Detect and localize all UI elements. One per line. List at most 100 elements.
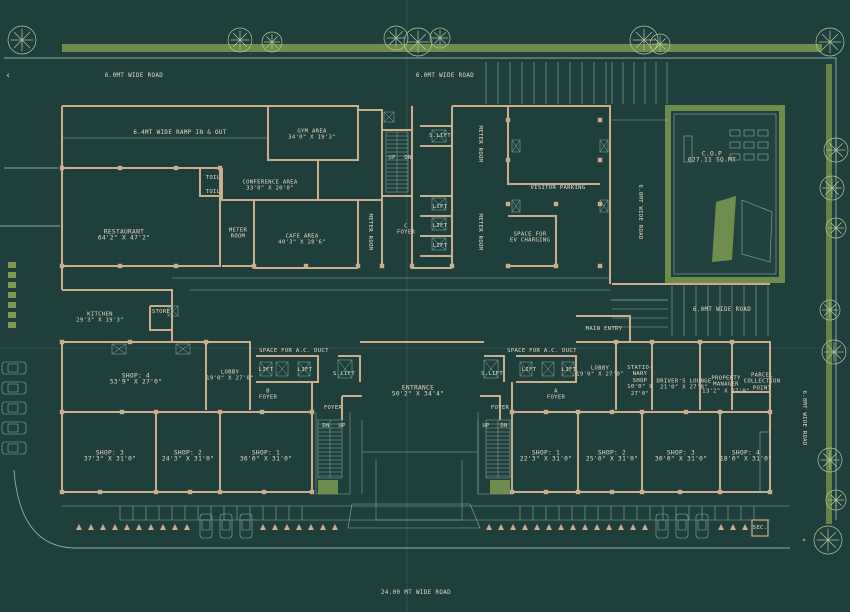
lift-shaft-box: [519, 361, 533, 377]
arrow-marker-icon: [522, 524, 528, 530]
planter-right: [490, 480, 510, 494]
column-marker: [543, 409, 549, 415]
column-marker: [597, 117, 603, 123]
stair-dn-right-label: DN: [500, 422, 508, 429]
parking-stripes: [119, 62, 769, 520]
arrow-marker-icon: [88, 524, 94, 530]
column-marker: [505, 117, 511, 123]
arrow-marker-icon: [546, 524, 552, 530]
room-ac-duct-right: SPACE FOR A.C. DUCT: [507, 347, 577, 354]
lift-shaft-box: [259, 361, 273, 377]
road-label-east-inner: 6.0MT WIDE ROAD: [637, 184, 643, 240]
arrow-marker-icon: [630, 524, 636, 530]
tree-icon: [819, 175, 845, 201]
car-icon: [1, 441, 27, 455]
stair-dn-left-label: DN: [322, 422, 330, 429]
tree-icon: [825, 489, 847, 511]
tree-icon: [821, 339, 847, 365]
lift-shaft-box: [599, 139, 609, 153]
lift-shaft-box: [541, 361, 555, 377]
caret-up-icon: ˄: [801, 539, 807, 549]
room-meter-right: METER ROOM: [477, 213, 483, 251]
north-arrow-left-icon: ‹: [6, 71, 10, 81]
tree-icon: [819, 299, 841, 321]
column-marker: [505, 263, 511, 269]
right-hedge: [826, 64, 832, 524]
lift-shaft-box: [483, 359, 499, 379]
column-marker: [609, 409, 615, 415]
parking-marker-icon: [8, 262, 16, 268]
room-lift-b1: LIFT: [258, 366, 274, 373]
arrow-marker-icon: [582, 524, 588, 530]
column-marker: [59, 339, 65, 345]
lift-shaft-box: [431, 129, 447, 143]
column-marker: [449, 263, 455, 269]
column-marker: [59, 489, 65, 495]
car-icon: [1, 361, 27, 375]
arrow-marker-icon: [558, 524, 564, 530]
tree-icon: [7, 25, 37, 55]
site-boundary: [0, 57, 837, 549]
column-marker: [251, 263, 257, 269]
parking-marker-icon: [8, 312, 16, 318]
arrow-marker-icon: [320, 524, 326, 530]
building-walls: [61, 105, 771, 493]
column-marker: [117, 263, 123, 269]
car-icon: [695, 513, 709, 539]
column-marker: [767, 409, 773, 415]
parking-marker-icon: [8, 272, 16, 278]
road-label-right-mid: 6.0MT WIDE ROAD: [692, 307, 752, 313]
tree-icon: [403, 27, 433, 57]
room-lift-2: LIFT: [432, 222, 448, 229]
room-sec: SEC.: [752, 524, 768, 531]
arrow-marker-icon: [606, 524, 612, 530]
road-label-right-edge: 6.0MT WIDE ROAD: [801, 390, 807, 446]
column-marker: [309, 409, 315, 415]
arrow-marker-icon: [100, 524, 106, 530]
arrow-marker-icon: [332, 524, 338, 530]
arrow-marker-icon: [718, 524, 724, 530]
arrow-marker-icon: [76, 524, 82, 530]
arrow-marker-icon: [112, 524, 118, 530]
column-marker: [553, 263, 559, 269]
lift-shaft-box: [431, 237, 447, 251]
stair-up-left-label: UP: [338, 422, 346, 429]
arrow-marker-icon: [136, 524, 142, 530]
column-marker: [379, 263, 385, 269]
room-main-entry: MAIN ENTRY: [585, 325, 623, 332]
stair-up-label: UP: [388, 154, 396, 161]
tree-icon: [823, 137, 849, 163]
column-marker: [717, 489, 723, 495]
column-marker: [217, 409, 223, 415]
car-icon: [1, 421, 27, 435]
tree-icon: [815, 27, 845, 57]
room-foyer-left: FOYER: [323, 404, 343, 411]
lift-shaft-box: [431, 217, 447, 231]
arrow-marker-icon: [742, 524, 748, 530]
road-label-top-right: 6.0MT WIDE ROAD: [415, 73, 475, 79]
column-marker: [97, 489, 103, 495]
column-marker: [649, 339, 655, 345]
lift-shaft-box: [175, 343, 191, 355]
room-s-lift-a: S.LIFT: [480, 370, 504, 377]
column-marker: [355, 263, 361, 269]
room-lift-a1: LIFT: [521, 366, 537, 373]
staircase: [317, 419, 343, 479]
arrow-marker-icon: [308, 524, 314, 530]
road-label-bottom: 24.00 MT WIDE ROAD: [380, 590, 452, 596]
